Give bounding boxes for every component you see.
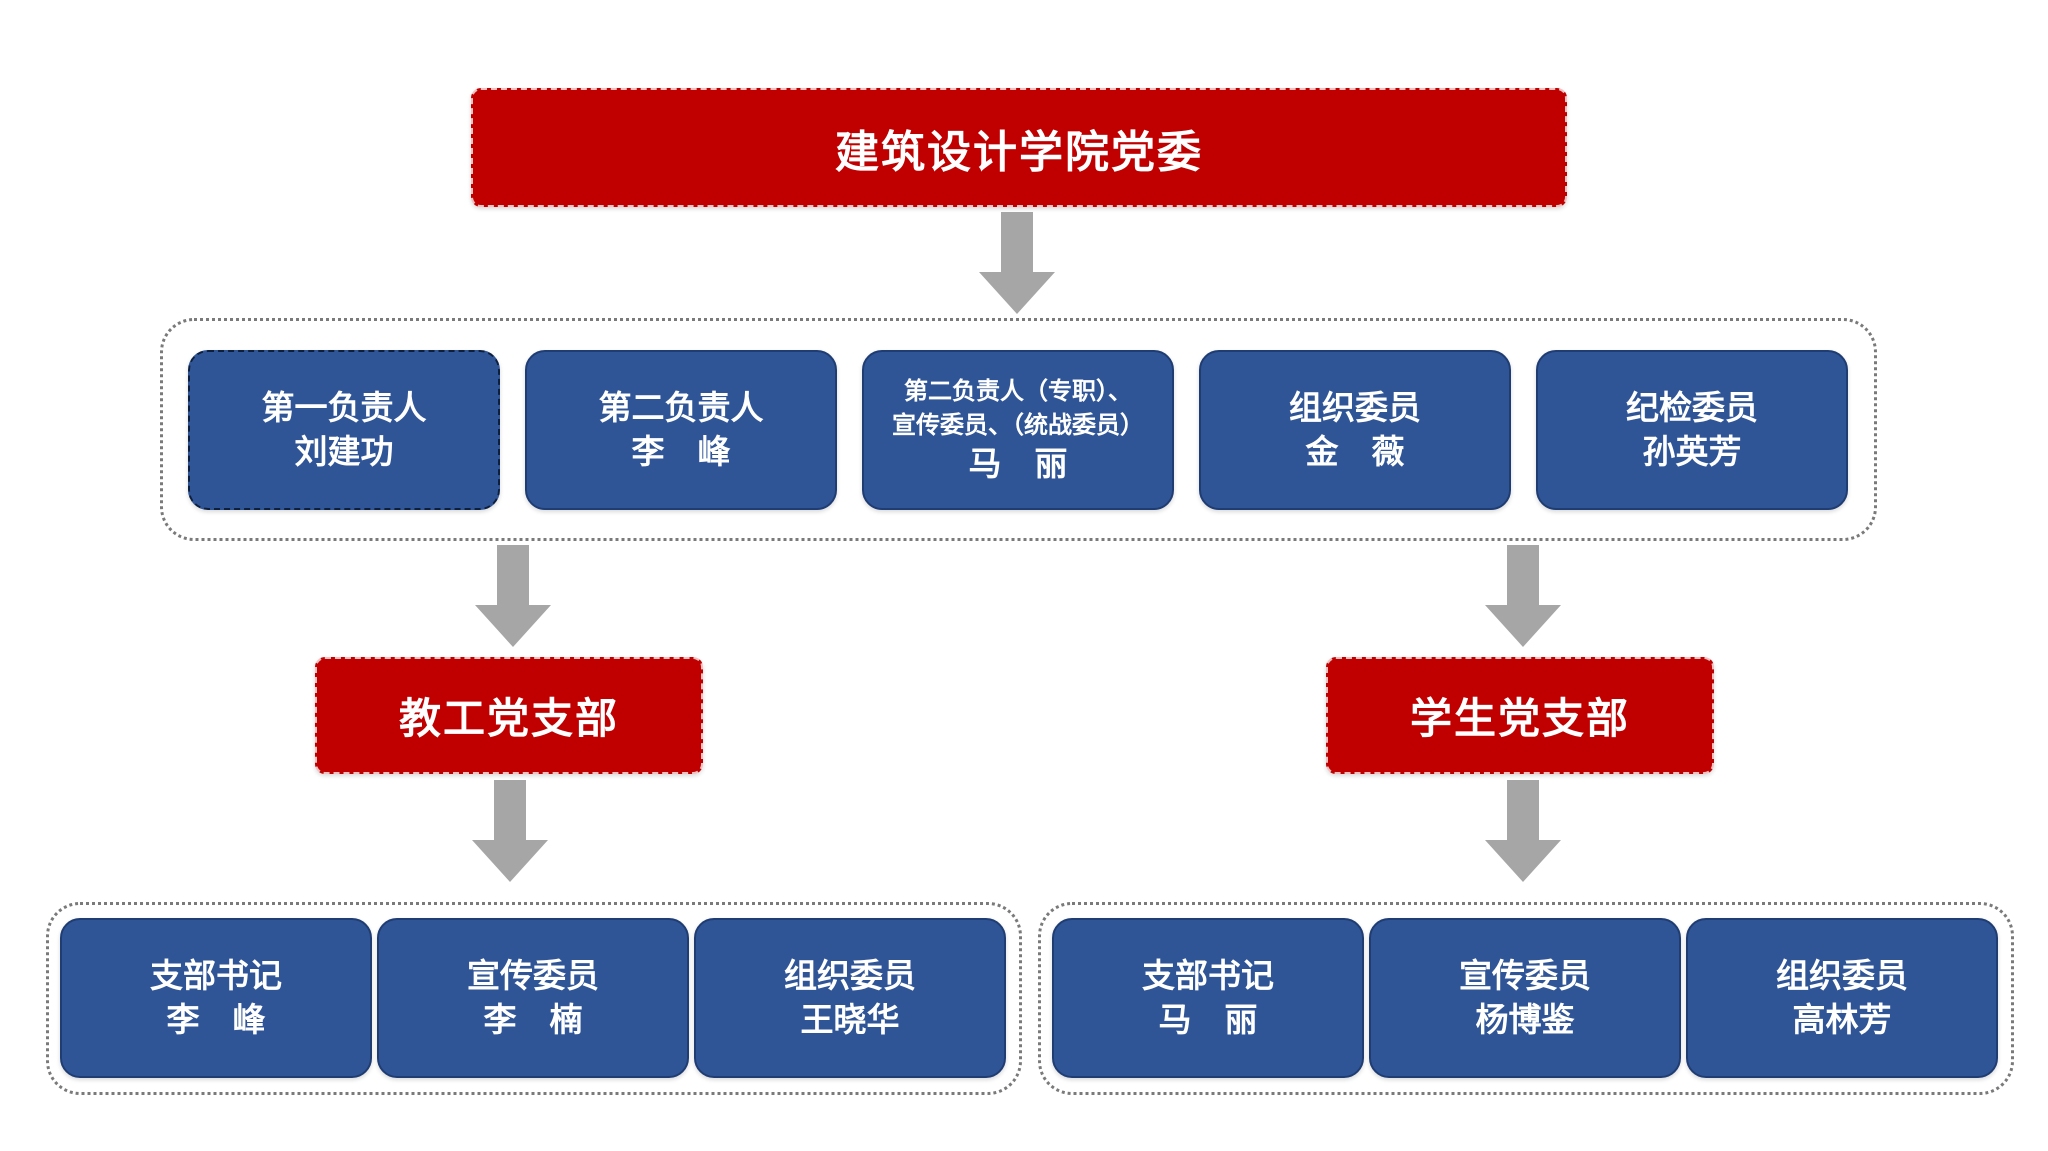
- down-arrow-icon: [472, 780, 548, 882]
- member-role: 支部书记: [150, 956, 282, 995]
- faculty-branch-box: 教工党支部: [315, 657, 703, 774]
- member-name: 马 丽: [968, 444, 1068, 483]
- down-arrow-icon: [475, 545, 551, 647]
- student-branch-title: 学生党支部: [1409, 694, 1630, 743]
- member-role: 宣传委员: [467, 956, 599, 995]
- party-committee-title: 建筑设计学院党委: [835, 126, 1203, 178]
- member-role: 组织委员: [1289, 388, 1421, 427]
- member-name: 李 楠: [483, 1000, 583, 1039]
- faculty-branch-title: 教工党支部: [398, 694, 619, 743]
- member-name: 王晓华: [800, 1000, 900, 1039]
- branch-member-card: 组织委员 高林芳: [1686, 918, 1998, 1078]
- member-role: 第二负责人: [598, 388, 764, 427]
- branch-member-card: 宣传委员 李 楠: [377, 918, 689, 1078]
- branch-member-card: 组织委员 王晓华: [694, 918, 1006, 1078]
- member-role: 支部书记: [1142, 956, 1274, 995]
- student-branch-box: 学生党支部: [1326, 657, 1714, 774]
- branch-member-card: 宣传委员 杨博鉴: [1369, 918, 1681, 1078]
- member-role: 第一负责人: [261, 388, 427, 427]
- down-arrow-icon: [979, 212, 1055, 314]
- down-arrow-icon: [1485, 545, 1561, 647]
- member-role: 纪检委员: [1626, 388, 1758, 427]
- member-name: 杨博鉴: [1475, 1000, 1575, 1039]
- member-role: 第二负责人（专职）、: [904, 377, 1132, 405]
- member-role: 宣传委员: [1459, 956, 1591, 995]
- branch-member-card: 支部书记 马 丽: [1052, 918, 1364, 1078]
- committee-member-card: 第二负责人（专职）、 宣传委员、（统战委员） 马 丽: [862, 350, 1174, 510]
- member-role: 宣传委员、（统战委员）: [892, 411, 1144, 439]
- member-name: 马 丽: [1158, 1000, 1258, 1039]
- committee-member-card: 组织委员 金 薇: [1199, 350, 1511, 510]
- committee-member-card: 纪检委员 孙英芳: [1536, 350, 1848, 510]
- member-name: 刘建功: [294, 432, 394, 471]
- committee-member-card: 第二负责人 李 峰: [525, 350, 837, 510]
- member-name: 李 峰: [166, 1000, 266, 1039]
- member-name: 高林芳: [1792, 1000, 1892, 1039]
- committee-member-card: 第一负责人 刘建功: [188, 350, 500, 510]
- member-name: 孙英芳: [1642, 432, 1742, 471]
- member-name: 金 薇: [1305, 432, 1405, 471]
- member-name: 李 峰: [631, 432, 731, 471]
- member-role: 组织委员: [1776, 956, 1908, 995]
- down-arrow-icon: [1485, 780, 1561, 882]
- member-role: 组织委员: [784, 956, 916, 995]
- branch-member-card: 支部书记 李 峰: [60, 918, 372, 1078]
- party-committee-box: 建筑设计学院党委: [471, 88, 1567, 207]
